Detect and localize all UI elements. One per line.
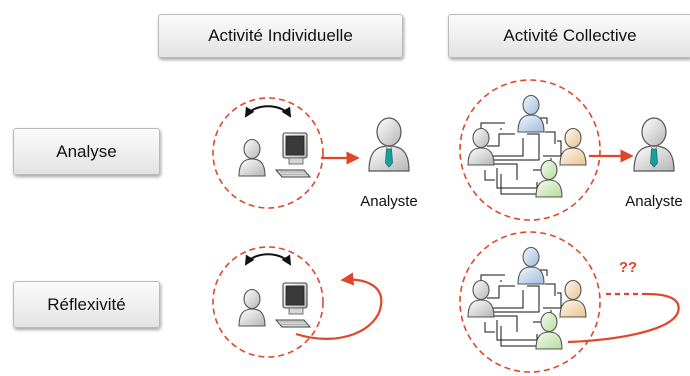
computer-icon xyxy=(275,282,311,328)
user-icon xyxy=(517,94,545,133)
user-icon xyxy=(559,279,587,318)
unknown-feedback-label: ?? xyxy=(619,259,637,276)
user-icon xyxy=(467,279,495,318)
user-icon xyxy=(517,246,545,285)
user-icon xyxy=(535,311,563,350)
interaction-cycle-icon xyxy=(244,253,292,266)
user-icon xyxy=(467,127,495,166)
cell-individual-reflexivite xyxy=(212,246,383,358)
column-header-individual: Activité Individuelle xyxy=(158,14,403,58)
activity-boundary-circle xyxy=(459,79,601,221)
user-icon xyxy=(238,138,266,177)
cell-collective-reflexivite: ?? xyxy=(459,231,680,373)
feedback-loop-curve xyxy=(567,292,680,344)
activity-boundary-circle xyxy=(212,97,324,209)
user-icon xyxy=(559,127,587,166)
interaction-cycle-icon xyxy=(244,105,292,118)
analyst-icon xyxy=(633,117,675,172)
analyst-label: Analyste xyxy=(625,193,683,210)
activity-boundary-circle xyxy=(212,246,324,358)
column-header-collective: Activité Collective xyxy=(448,14,690,58)
row-header-analyse-label: Analyse xyxy=(56,141,117,161)
row-header-analyse: Analyse xyxy=(13,128,160,175)
analyst-icon xyxy=(368,117,410,172)
row-header-reflexivite-label: Réflexivité xyxy=(47,294,126,314)
feedback-loop-arrow xyxy=(295,272,383,340)
activity-boundary-circle xyxy=(459,231,601,373)
row-header-reflexivite: Réflexivité xyxy=(13,281,160,328)
user-icon xyxy=(535,159,563,198)
computer-icon xyxy=(275,132,311,178)
column-header-collective-label: Activité Collective xyxy=(503,26,637,45)
column-header-individual-label: Activité Individuelle xyxy=(208,26,353,45)
cell-individual-analyse: Analyste xyxy=(212,97,418,210)
cell-collective-analyse: Analyste xyxy=(459,79,683,221)
user-icon xyxy=(238,288,266,327)
analyst-label: Analyste xyxy=(360,193,418,210)
